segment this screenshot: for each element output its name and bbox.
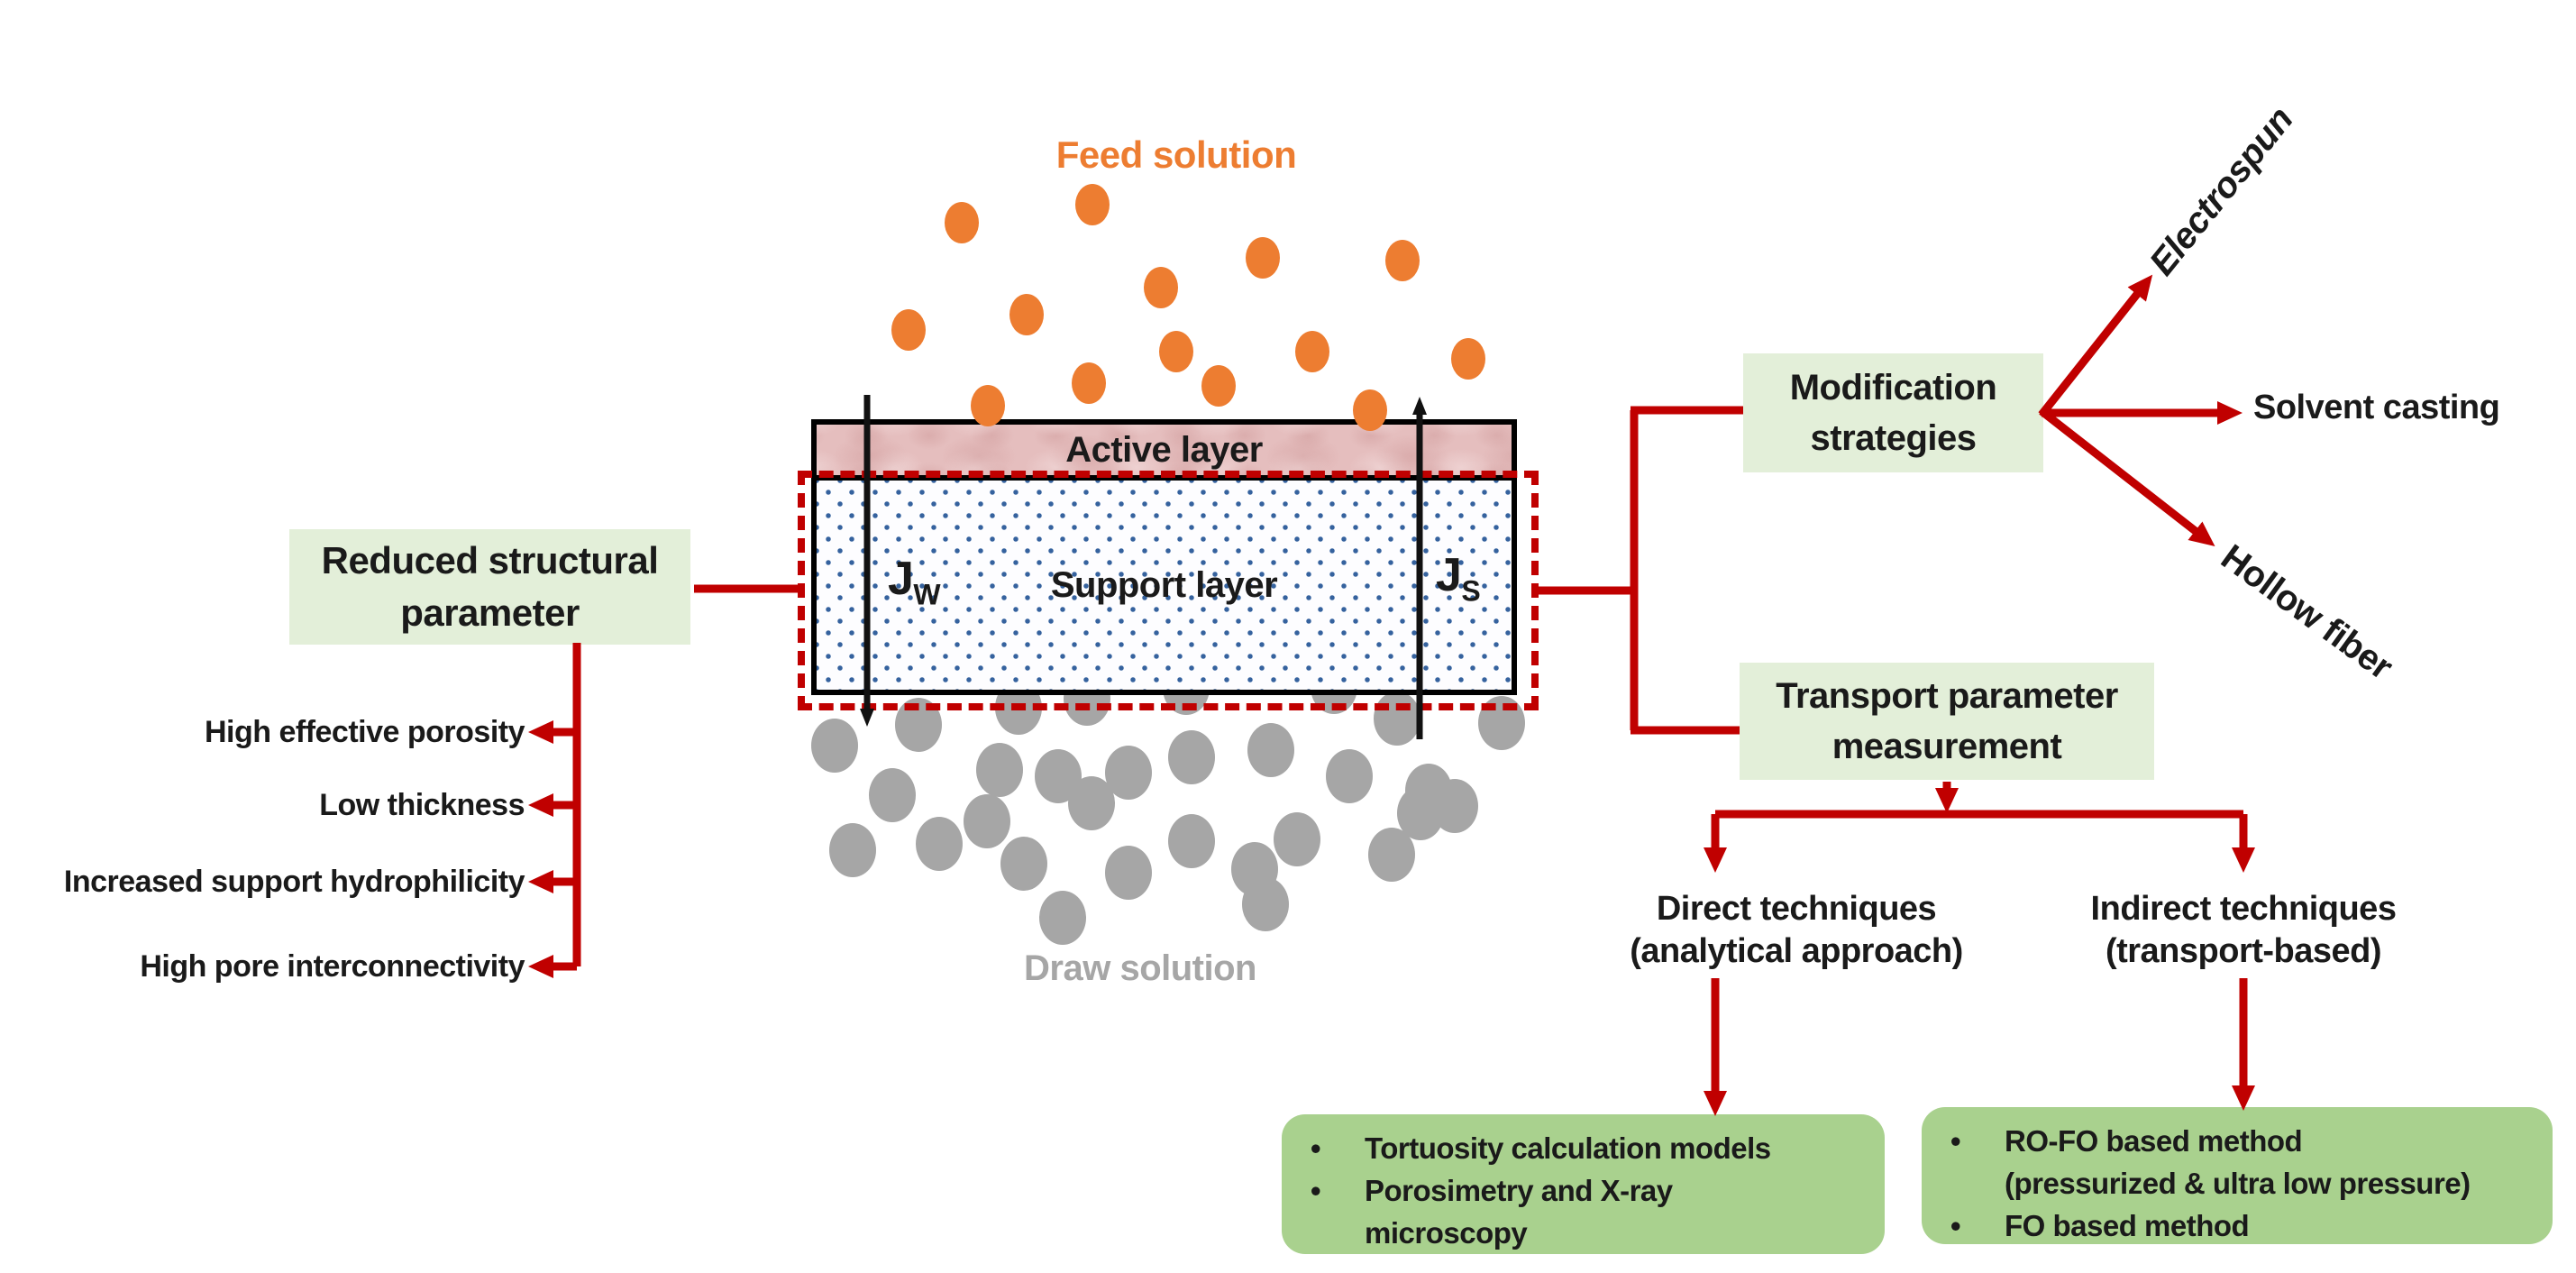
feed-solute-dot	[971, 385, 1005, 426]
modification-box-line1: Modification	[1789, 368, 1997, 408]
draw-solute-dot	[1168, 814, 1215, 868]
feed-solute-dot	[945, 202, 979, 243]
feed-solute-dot	[1201, 365, 1236, 407]
transport-box-line2: measurement	[1832, 727, 2062, 766]
method-list-item: RO-FO based method (pressurized & ultra …	[1922, 1120, 2538, 1204]
solute-flux-label: JS	[1436, 548, 1481, 608]
transport-parameter-measurement-box: Transport parameter measurement	[1740, 663, 2154, 780]
left-item-effective-porosity: High effective porosity	[204, 715, 525, 749]
direct-heading-line2: (analytical approach)	[1630, 932, 1963, 970]
indirect-methods-box: RO-FO based method (pressurized & ultra …	[1922, 1107, 2553, 1247]
draw-solute-dot	[1105, 846, 1152, 900]
left-item-support-hydrophilicity: Increased support hydrophilicity	[63, 865, 525, 899]
active-layer-label: Active layer	[1065, 429, 1263, 470]
feed-solute-dot	[891, 309, 926, 351]
draw-solute-dot	[964, 794, 1010, 848]
method-list-item: FO based method	[1922, 1204, 2538, 1247]
reduced-structural-parameter-box: Reduced structural parameter	[289, 529, 690, 645]
direct-techniques-heading: Direct techniques (analytical approach)	[1589, 888, 2004, 973]
indirect-methods-list: RO-FO based method (pressurized & ultra …	[1922, 1120, 2538, 1247]
strategy-solvent-casting-label: Solvent casting	[2253, 389, 2500, 426]
strategy-electrospun-label: Electrospun	[2142, 99, 2301, 283]
water-flux-label: JW	[888, 552, 941, 611]
draw-solute-dot	[916, 817, 963, 871]
direct-methods-box: Tortuosity calculation modelsPorosimetry…	[1282, 1114, 1885, 1254]
reduced-box-line2: parameter	[400, 591, 580, 634]
draw-solute-dot	[869, 768, 916, 822]
transport-box-line1: Transport parameter	[1776, 676, 2118, 716]
draw-solute-dot	[1000, 837, 1047, 891]
draw-solute-dot	[1326, 749, 1373, 803]
water-flux-subscript: W	[913, 578, 941, 611]
modification-strategies-box: Modification strategies	[1743, 353, 2043, 472]
indirect-techniques-heading: Indirect techniques (transport-based)	[2036, 888, 2451, 973]
feed-solute-dot	[1451, 338, 1485, 380]
draw-solute-dot	[1039, 891, 1086, 945]
active-layer: Active layer	[811, 419, 1517, 481]
method-list-item: Tortuosity calculation models	[1282, 1127, 1870, 1169]
feed-solute-dot	[1353, 389, 1387, 431]
feed-solute-dot	[1246, 237, 1280, 279]
draw-solute-dot	[829, 823, 876, 877]
direct-heading-line1: Direct techniques	[1656, 890, 1937, 928]
modification-box-line2: strategies	[1810, 418, 1977, 458]
support-layer: Support layer	[811, 475, 1517, 695]
feed-solution-label: Feed solution	[1055, 133, 1297, 176]
solute-flux-subscript: S	[1461, 574, 1481, 608]
direct-methods-list: Tortuosity calculation modelsPorosimetry…	[1282, 1127, 1870, 1254]
method-list-item: Porosimetry and X-ray microscopy	[1282, 1169, 1870, 1254]
draw-solute-dot	[1374, 691, 1420, 746]
left-item-pore-interconnectivity: High pore interconnectivity	[140, 949, 525, 984]
draw-solute-dot	[1397, 786, 1444, 840]
draw-solute-dot	[1168, 730, 1215, 784]
draw-solute-dot	[1105, 746, 1152, 800]
red-connector-line	[2038, 274, 2153, 417]
draw-solution-label: Draw solution	[1024, 948, 1256, 988]
draw-solute-dot	[1242, 877, 1289, 931]
feed-solute-dot	[1144, 267, 1178, 308]
feed-solute-dot	[1075, 184, 1110, 225]
strategy-hollow-fiber-label: Hollow fiber	[2214, 536, 2400, 688]
feed-solute-dot	[1159, 331, 1193, 372]
reduced-box-line1: Reduced structural	[321, 539, 659, 582]
left-item-low-thickness: Low thickness	[319, 788, 525, 822]
feed-solute-dot	[1295, 331, 1329, 372]
red-connector-line	[2039, 408, 2215, 546]
water-flux-symbol: J	[888, 553, 914, 605]
indirect-heading-line2: (transport-based)	[2105, 932, 2382, 970]
feed-solute-dot	[1385, 240, 1420, 281]
draw-solute-dot	[1247, 723, 1294, 777]
feed-solute-dot	[1009, 294, 1044, 335]
draw-solute-dot	[976, 743, 1023, 797]
feed-solute-dot	[1072, 362, 1106, 404]
support-layer-label: Support layer	[1050, 564, 1278, 605]
indirect-heading-line1: Indirect techniques	[2090, 890, 2397, 928]
draw-solute-dot	[811, 719, 858, 773]
draw-solute-dot	[1274, 812, 1320, 866]
solute-flux-symbol: J	[1436, 549, 1462, 601]
draw-solute-dot	[1368, 828, 1415, 882]
